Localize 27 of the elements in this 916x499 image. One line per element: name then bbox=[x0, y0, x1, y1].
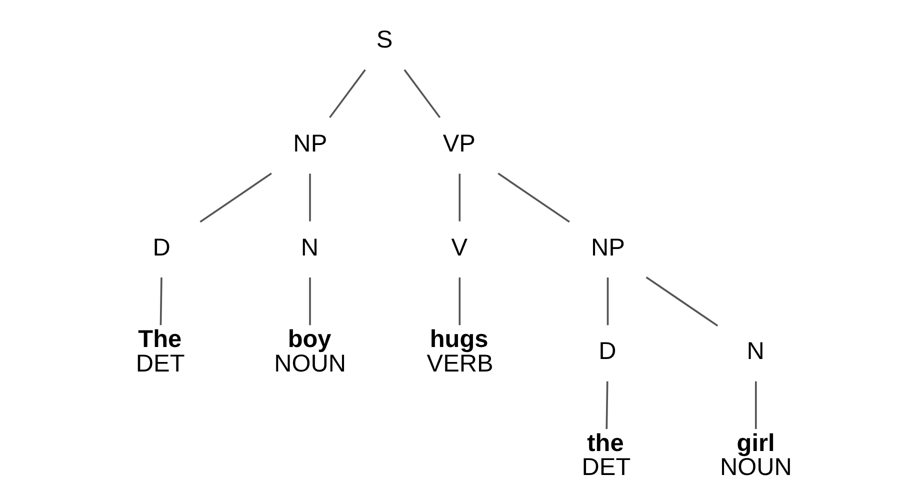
node-text: boy NOUN bbox=[274, 326, 346, 378]
connector bbox=[308, 278, 310, 326]
connector bbox=[328, 69, 366, 118]
node-text: girl NOUN bbox=[720, 430, 792, 482]
node-text: D bbox=[598, 338, 616, 366]
node-text: hugs VERB bbox=[426, 326, 493, 378]
node-text: V bbox=[450, 234, 468, 262]
node-text: The DET bbox=[135, 326, 184, 378]
node-text: D bbox=[152, 234, 170, 262]
node-text: N bbox=[746, 338, 764, 366]
connector bbox=[754, 381, 756, 429]
node-text: VP bbox=[442, 130, 475, 158]
node-text: N bbox=[300, 234, 318, 262]
connector bbox=[497, 172, 570, 223]
connector bbox=[606, 278, 608, 326]
connector bbox=[458, 174, 460, 222]
connector bbox=[159, 277, 162, 326]
node-text: NP bbox=[292, 130, 327, 158]
connector bbox=[308, 174, 310, 222]
node-text: S bbox=[376, 26, 392, 54]
connector bbox=[645, 276, 718, 326]
node-text: the DET bbox=[581, 430, 630, 482]
node-text: NP bbox=[590, 234, 624, 262]
connector bbox=[458, 278, 460, 326]
connector bbox=[403, 69, 440, 118]
connector bbox=[199, 172, 272, 223]
connector bbox=[605, 381, 608, 430]
